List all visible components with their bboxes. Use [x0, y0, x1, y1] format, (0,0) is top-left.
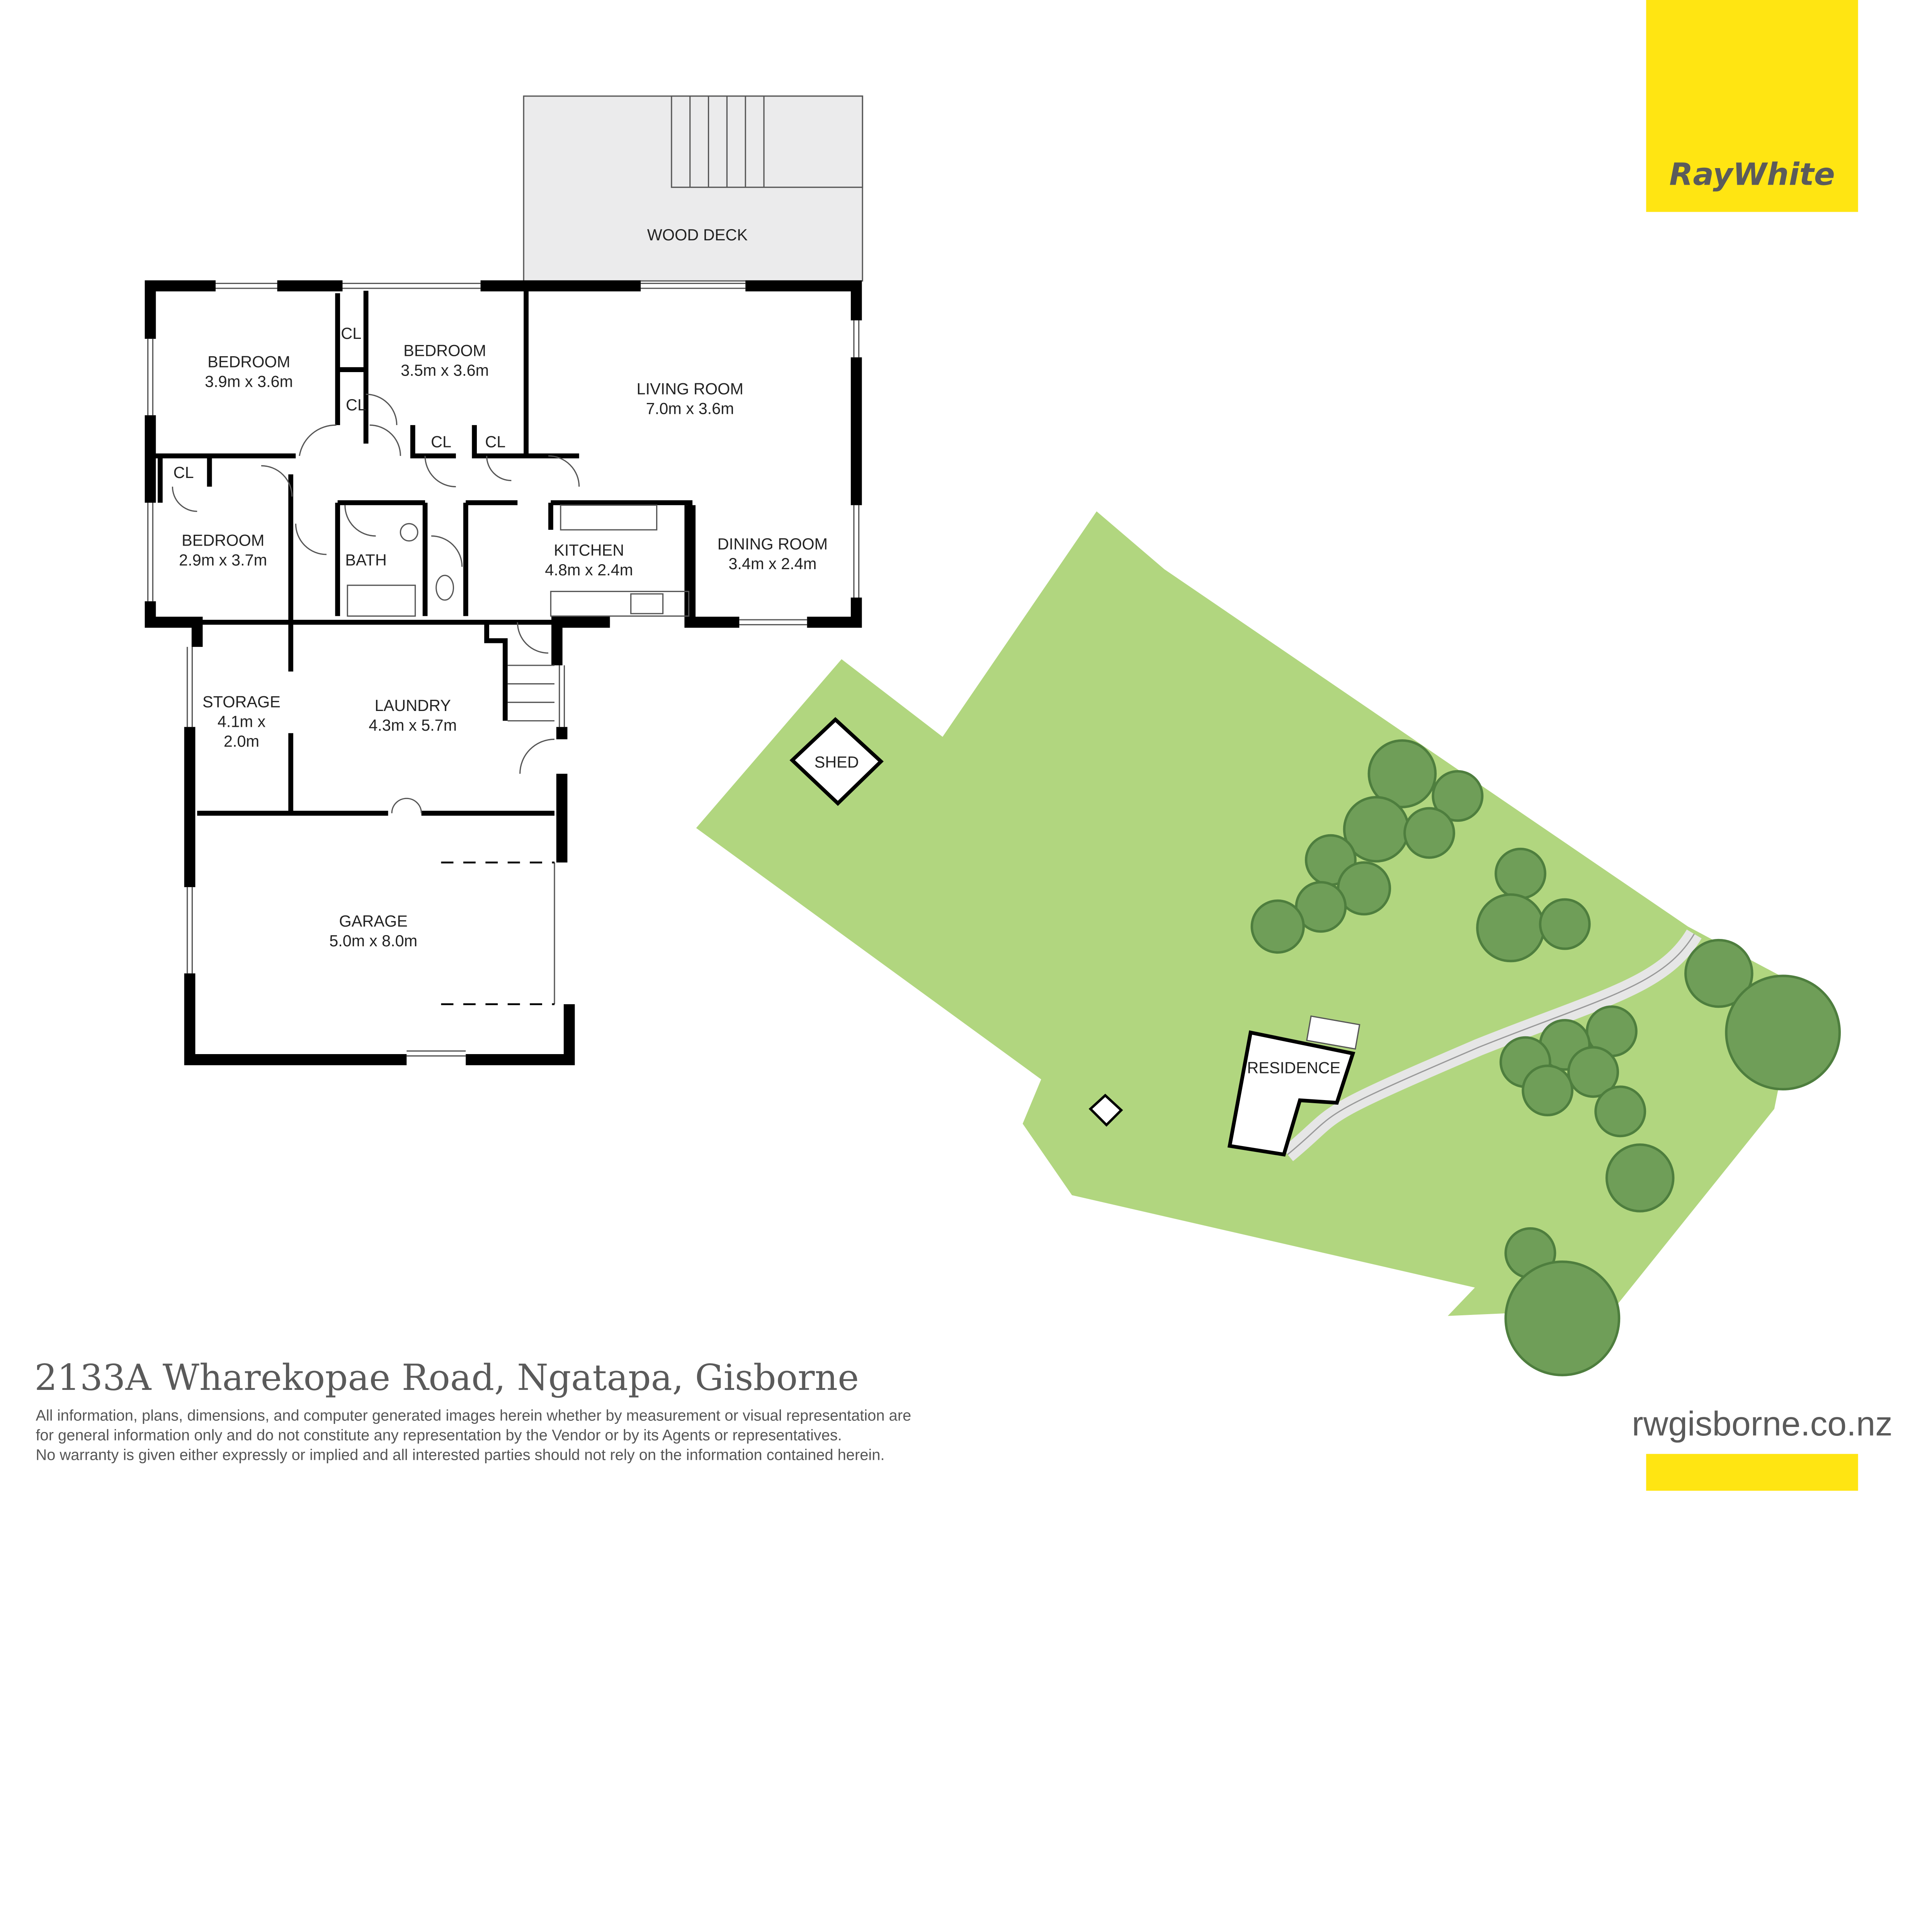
svg-text:RayWhite: RayWhite [1669, 156, 1835, 192]
residence: RESIDENCE [1227, 1015, 1361, 1157]
svg-text:2.9m x 3.7m: 2.9m x 3.7m [179, 551, 267, 569]
svg-text:BATH: BATH [345, 551, 386, 569]
svg-text:STORAGE: STORAGE [202, 692, 281, 711]
small-structure [1088, 1094, 1123, 1127]
svg-text:GARAGE: GARAGE [339, 912, 408, 930]
svg-text:CL: CL [485, 433, 505, 451]
footer-accent-bar [1646, 1454, 1858, 1491]
svg-text:7.0m x 3.6m: 7.0m x 3.6m [646, 399, 734, 417]
svg-text:3.4m x 2.4m: 3.4m x 2.4m [728, 554, 816, 573]
floor-plan: WOOD DECK BEDROOM 3.9m x 3.6m BEDROOM 3.… [145, 95, 863, 1065]
svg-text:CL: CL [346, 396, 366, 414]
svg-text:BEDROOM: BEDROOM [207, 352, 290, 371]
website-link[interactable]: rwgisborne.co.nz [1632, 1404, 1893, 1443]
svg-text:4.1m x: 4.1m x [218, 712, 266, 730]
site-plan: SHED RESIDENCE [696, 511, 1841, 1376]
svg-text:BEDROOM: BEDROOM [182, 531, 264, 549]
disclaimer-line-2: for general information only and do not … [36, 1427, 842, 1444]
svg-text:WOOD DECK: WOOD DECK [647, 226, 748, 244]
disclaimer-line-3: No warranty is given either expressly or… [36, 1447, 884, 1464]
property-address: 2133A Wharekopae Road, Ngatapa, Gisborne [34, 1357, 859, 1398]
svg-text:SHED: SHED [815, 753, 859, 771]
raywhite-logo: RayWhite [1646, 0, 1858, 212]
svg-text:RESIDENCE: RESIDENCE [1247, 1058, 1340, 1077]
svg-text:4.8m x 2.4m: 4.8m x 2.4m [545, 561, 633, 579]
svg-text:5.0m x 8.0m: 5.0m x 8.0m [329, 932, 417, 950]
shed: SHED [789, 717, 884, 806]
svg-text:3.9m x 3.6m: 3.9m x 3.6m [205, 372, 293, 390]
svg-text:CL: CL [341, 324, 361, 342]
svg-text:BEDROOM: BEDROOM [403, 342, 486, 360]
svg-text:3.5m x 3.6m: 3.5m x 3.6m [401, 361, 489, 379]
svg-text:LAUNDRY: LAUNDRY [375, 696, 451, 714]
svg-text:4.3m x 5.7m: 4.3m x 5.7m [369, 716, 457, 734]
svg-text:CL: CL [431, 433, 451, 451]
svg-text:CL: CL [173, 463, 194, 481]
floor-plan-sheet: RayWhite SHED RESIDENCE [34, 0, 1893, 1491]
svg-text:DINING ROOM: DINING ROOM [718, 535, 828, 553]
svg-text:LIVING ROOM: LIVING ROOM [637, 379, 743, 398]
disclaimer-line-1: All information, plans, dimensions, and … [36, 1407, 911, 1424]
land-parcel [696, 511, 1799, 1316]
trees [1250, 739, 1841, 1376]
svg-text:KITCHEN: KITCHEN [554, 541, 624, 559]
svg-text:2.0m: 2.0m [224, 732, 259, 750]
